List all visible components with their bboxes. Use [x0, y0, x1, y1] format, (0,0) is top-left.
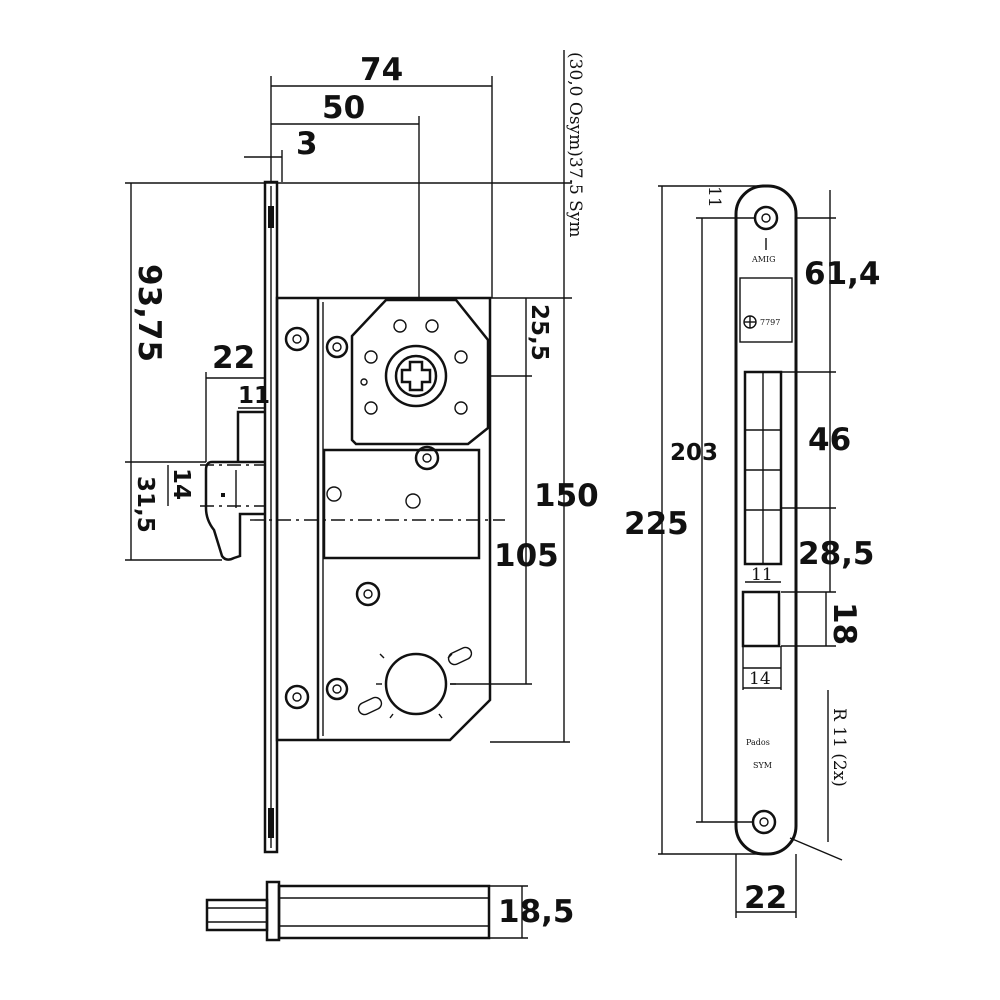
dim-225: 225 [624, 506, 689, 542]
dim-22-plate: 22 [744, 880, 787, 916]
dim-18: 18 [826, 602, 862, 645]
dim-74: 74 [360, 52, 403, 88]
bolt-end [205, 898, 269, 932]
mechanism-screw [355, 581, 381, 607]
dim-28-5: 28,5 [798, 536, 875, 572]
dim-50: 50 [322, 90, 365, 126]
dim-22-bolt: 22 [212, 340, 255, 376]
dim-18-5: 18,5 [498, 894, 575, 930]
svg-text:Pados: Pados [746, 738, 770, 747]
latch-bolt [204, 460, 265, 561]
cylinder-hole [384, 652, 448, 716]
case-screw [284, 326, 310, 352]
front-dimensions: 74 50 3 (30,0 Osym)37.5 Sym 93,75 31,5 1… [125, 50, 599, 743]
dim-3: 3 [296, 126, 318, 162]
svg-text:SYM: SYM [753, 761, 772, 770]
case-screw [325, 335, 349, 359]
dim-46: 46 [808, 422, 851, 458]
bottom-view: 18,5 [205, 880, 575, 942]
dim-14-slot: 14 [749, 669, 771, 689]
dim-25-5: 25,5 [526, 304, 552, 361]
strike-dimensions: 225 203 11 61,4 46 28,5 11 18 14 R 11 ( [624, 185, 881, 918]
backset-note: (30,0 Osym)37.5 Sym [565, 52, 585, 238]
dim-150: 150 [534, 478, 599, 514]
radius-note: R 11 (2x) [829, 708, 849, 787]
front-view [200, 180, 505, 854]
spindle-cross-icon [400, 360, 432, 392]
lock-case [275, 296, 492, 742]
faceplate-edge [265, 880, 281, 942]
lock-body-side [277, 884, 491, 940]
dim-93-75: 93,75 [131, 264, 167, 362]
strike-slot-latch [741, 590, 781, 648]
case-screw [325, 677, 349, 701]
dim-31-5: 31,5 [132, 476, 158, 533]
follower-hub [384, 344, 448, 408]
dim-11-top: 11 [704, 186, 724, 208]
case-screw [284, 684, 310, 710]
dim-11-bolt: 11 [238, 383, 270, 409]
svg-text:7797: 7797 [760, 318, 780, 327]
dim-203: 203 [670, 440, 718, 466]
follower-plate [350, 298, 490, 446]
dim-105: 105 [494, 538, 559, 574]
latch-mechanism-plate [322, 448, 481, 560]
mechanism-screw [414, 445, 440, 471]
dim-14-latch: 14 [168, 468, 194, 500]
dim-11-slot: 11 [751, 565, 773, 585]
svg-text:AMIG: AMIG [751, 255, 776, 264]
strike-plate-view: AMIG 7797 Pados SYM [734, 184, 798, 856]
dim-61-4: 61,4 [804, 256, 881, 292]
